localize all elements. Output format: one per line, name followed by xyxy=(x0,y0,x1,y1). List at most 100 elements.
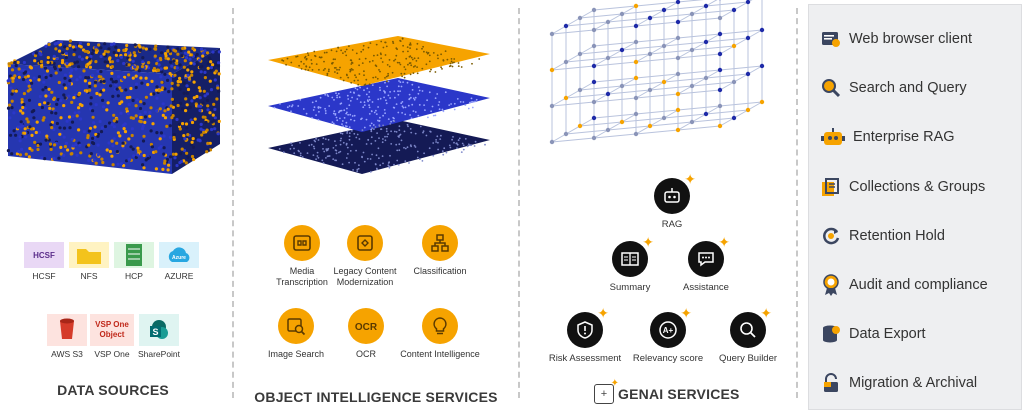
genai-label: Query Builder xyxy=(718,353,778,364)
summary-icon: ✦ xyxy=(612,235,654,277)
service-media-transcription: Media Transcription xyxy=(247,225,357,288)
service-legacy-content-modernization: Legacy Content Modernization xyxy=(310,225,420,288)
robot-icon: ✦ xyxy=(654,172,696,214)
service-label: Image Search xyxy=(267,349,325,359)
source-nfs: NFS xyxy=(67,242,111,281)
svg-text:Azure: Azure xyxy=(172,255,186,261)
lock-icon xyxy=(821,373,841,393)
azure-cloud-icon: Azure xyxy=(159,242,199,268)
robot-icon xyxy=(821,127,845,147)
lightbulb-icon xyxy=(422,308,458,344)
panel-item-label: Retention Hold xyxy=(849,228,945,244)
panel-item-label: Search and Query xyxy=(849,80,967,96)
service-label: Classification xyxy=(413,266,467,276)
vector-grid-illustration xyxy=(549,0,765,145)
source-sharepoint: S SharePoint xyxy=(137,314,181,359)
panel-item-data-export: Data Export xyxy=(821,322,926,346)
shield-icon: ✦ xyxy=(567,306,609,348)
data-sources-title: DATA SOURCES xyxy=(57,382,169,398)
genai-title: +✦ GENAI SERVICES xyxy=(594,378,740,404)
database-export-icon xyxy=(821,324,841,344)
sparkle-icon: ✦ xyxy=(597,305,609,321)
data-cube-illustration xyxy=(6,39,221,174)
svg-text:S: S xyxy=(152,327,158,337)
genai-query-builder: ✦ Query Builder xyxy=(698,306,798,364)
service-label: Media Transcription xyxy=(276,266,328,287)
object-intelligence-title: OBJECT INTELLIGENCE SERVICES xyxy=(254,389,498,405)
source-hcsf: HCSF HCSF xyxy=(22,242,66,281)
service-classification: Classification xyxy=(385,225,495,277)
source-label: SharePoint xyxy=(137,349,181,359)
source-label: NFS xyxy=(80,271,98,281)
source-aws-s3: AWS S3 xyxy=(45,314,89,359)
sparkle-icon: ✦ xyxy=(684,171,696,187)
source-label: AWS S3 xyxy=(51,349,83,359)
divider-1 xyxy=(232,8,234,398)
aws-s3-icon xyxy=(47,314,87,346)
panel-item-label: Migration & Archival xyxy=(849,375,978,391)
grade-icon: A+ ✦ xyxy=(650,306,692,348)
retention-icon xyxy=(821,226,841,246)
sharepoint-icon: S xyxy=(139,314,179,346)
panel-item-search-and-query: Search and Query xyxy=(821,76,967,100)
panel-item-label: Data Export xyxy=(849,326,926,342)
svg-text:A+: A+ xyxy=(663,326,674,335)
genai-label: RAG xyxy=(661,219,683,230)
panel-item-retention-hold: Retention Hold xyxy=(821,224,945,248)
layers-illustration xyxy=(268,36,490,174)
source-azure: Azure AZURE xyxy=(157,242,201,281)
genai-assistance: ✦ Assistance xyxy=(656,235,756,293)
service-ocr: OCR OCR xyxy=(311,308,421,360)
panel-item-label: Enterprise RAG xyxy=(853,129,955,145)
genai-sparkle-icon: +✦ xyxy=(594,378,619,404)
panel-item-enterprise-rag: Enterprise RAG xyxy=(821,125,955,149)
svg-text:OCR: OCR xyxy=(355,322,377,333)
classification-icon xyxy=(422,225,458,261)
legacy-content-icon xyxy=(347,225,383,261)
sparkle-icon: ✦ xyxy=(680,305,692,321)
service-image-search: Image Search xyxy=(241,308,351,360)
sparkle-icon: ✦ xyxy=(760,305,772,321)
panel-item-label: Audit and compliance xyxy=(849,277,988,293)
ocr-icon: OCR xyxy=(348,308,384,344)
features-panel: Web browser client Search and Query Ente… xyxy=(808,4,1022,410)
genai-label: Assistance xyxy=(683,282,729,293)
service-label: Legacy Content Modernization xyxy=(333,266,397,287)
source-hcp: HCP xyxy=(112,242,156,281)
source-label: HCSF xyxy=(32,271,56,281)
collections-icon xyxy=(821,177,841,197)
magnifier-icon xyxy=(821,78,841,98)
vsp-one-object-logo: VSP One Object xyxy=(90,314,134,346)
folder-icon xyxy=(69,242,109,268)
genai-relevancy-score: A+ ✦ Relevancy score xyxy=(618,306,718,364)
source-vsp-one: VSP One Object VSP One xyxy=(90,314,134,359)
genai-label: Relevancy score xyxy=(632,353,704,364)
award-icon xyxy=(821,274,841,296)
hcsf-logo: HCSF xyxy=(24,242,64,268)
divider-2 xyxy=(518,8,520,398)
service-label: Content Intelligence xyxy=(400,349,480,359)
source-label: HCP xyxy=(125,271,143,281)
sparkle-icon: ✦ xyxy=(718,234,730,250)
divider-3 xyxy=(796,8,798,398)
image-search-icon xyxy=(278,308,314,344)
chat-icon: ✦ xyxy=(688,235,730,277)
panel-item-migration-archival: Migration & Archival xyxy=(821,371,977,395)
panel-item-label: Web browser client xyxy=(849,31,973,47)
panel-item-web-browser-client: Web browser client xyxy=(821,27,972,51)
browser-icon xyxy=(821,29,841,49)
service-label: OCR xyxy=(356,349,376,359)
genai-rag: ✦ RAG xyxy=(622,172,722,230)
panel-item-audit-and-compliance: Audit and compliance xyxy=(821,273,988,297)
panel-item-collections-groups: Collections & Groups xyxy=(821,175,985,199)
server-icon xyxy=(114,242,154,268)
genai-label: Risk Assessment xyxy=(548,353,622,364)
media-transcription-icon xyxy=(284,225,320,261)
service-content-intelligence: Content Intelligence xyxy=(385,308,495,360)
sparkle-icon: ✦ xyxy=(642,234,654,250)
genai-label: Summary xyxy=(609,282,651,293)
genai-risk-assessment: ✦ Risk Assessment xyxy=(535,306,635,364)
source-label: VSP One xyxy=(94,349,130,359)
genai-summary: ✦ Summary xyxy=(580,235,680,293)
panel-item-label: Collections & Groups xyxy=(849,179,986,195)
